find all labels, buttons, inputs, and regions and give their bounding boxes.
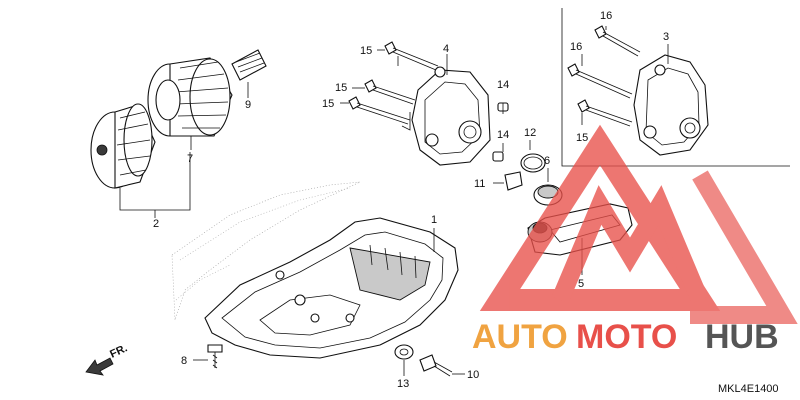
bolt-15-middle bbox=[364, 79, 416, 105]
callout-13: 13 bbox=[397, 378, 409, 390]
watermark-part3: HUB bbox=[705, 318, 779, 356]
callout-8: 8 bbox=[181, 355, 187, 367]
callout-15-upper: 15 bbox=[360, 45, 372, 57]
callout-15-lower: 15 bbox=[322, 98, 334, 110]
watermark-part1: AUTO bbox=[472, 318, 568, 356]
bolt-16-upper bbox=[594, 25, 641, 57]
water-pump-part bbox=[633, 54, 709, 156]
callout-16-upper: 16 bbox=[600, 10, 612, 22]
callout-14-lower: 14 bbox=[497, 129, 509, 141]
callout-11: 11 bbox=[474, 178, 485, 190]
dowel-pin-lower bbox=[492, 151, 504, 162]
oil-filter-cap-part bbox=[90, 103, 156, 189]
callout-9: 9 bbox=[245, 99, 251, 111]
callout-14-upper: 14 bbox=[497, 79, 509, 91]
bolt-15-lower bbox=[348, 96, 411, 125]
callout-15-inset: 15 bbox=[576, 132, 588, 144]
callout-6: 6 bbox=[544, 155, 550, 167]
callout-5: 5 bbox=[578, 278, 584, 290]
drain-bolt-10-part bbox=[419, 354, 465, 377]
o-ring-12 bbox=[520, 153, 546, 173]
bolt-16-lower bbox=[567, 63, 633, 99]
watermark-text: AUTO MOTO HUB bbox=[472, 318, 779, 356]
callout-10: 10 bbox=[467, 369, 479, 381]
diagram-code: MKL4E1400 bbox=[718, 383, 779, 395]
oil-filter-part bbox=[147, 57, 233, 137]
callout-2: 2 bbox=[153, 218, 159, 230]
callout-4: 4 bbox=[443, 43, 449, 55]
washer-13-part bbox=[394, 344, 414, 360]
bracket-2 bbox=[119, 152, 191, 218]
bolt-8-part bbox=[207, 344, 223, 369]
oil-pan-shadow bbox=[171, 181, 361, 321]
front-arrow-icon bbox=[85, 357, 114, 376]
bolt-15-inset bbox=[577, 99, 633, 127]
filter-stud-part bbox=[231, 49, 267, 81]
bolt-15-upper bbox=[384, 41, 439, 71]
oil-pan-part bbox=[204, 217, 459, 359]
callout-1: 1 bbox=[431, 214, 437, 226]
triangle-m-logo-icon bbox=[479, 124, 798, 324]
callout-7: 7 bbox=[187, 153, 193, 165]
pump-bolt-bracket bbox=[397, 56, 411, 131]
callout-3: 3 bbox=[663, 31, 669, 43]
watermark-part2: MOTO bbox=[576, 318, 677, 356]
callout-15-middle: 15 bbox=[335, 82, 347, 94]
front-arrow-label: FR. bbox=[108, 342, 129, 360]
oil-pump-part bbox=[411, 66, 491, 166]
inset-box bbox=[561, 8, 790, 167]
gasket-11 bbox=[504, 171, 523, 191]
callout-16-lower: 16 bbox=[570, 41, 582, 53]
callout-12: 12 bbox=[524, 127, 536, 139]
